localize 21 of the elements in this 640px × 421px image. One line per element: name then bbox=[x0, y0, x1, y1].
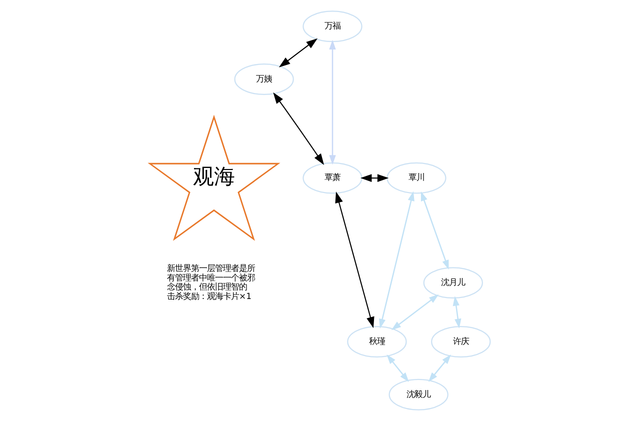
node-ellipse: 沈月儿 bbox=[423, 267, 483, 299]
node-ellipse: 沈毅儿 bbox=[388, 378, 448, 410]
node-label: 新世界第一层管理者是所有管理者中唯一一个被邪念侵蚀，但依旧理智的 bbox=[167, 263, 256, 292]
arrow bbox=[428, 354, 451, 382]
arrow bbox=[420, 191, 449, 270]
node-ellipse: 覃萧 bbox=[302, 162, 362, 194]
node-ellipse: 万福 bbox=[302, 10, 362, 42]
arrow bbox=[360, 174, 389, 182]
arrow bbox=[386, 354, 409, 382]
arrow bbox=[278, 38, 318, 68]
arrow bbox=[273, 92, 324, 165]
node-ellipse: 万姨 bbox=[234, 64, 294, 96]
node-label: 击杀奖励：观海卡片×1 bbox=[167, 290, 252, 301]
arrow bbox=[335, 192, 374, 328]
arrow bbox=[391, 294, 439, 330]
node-ellipse: 秋瑾 bbox=[347, 326, 407, 358]
arrow bbox=[379, 191, 414, 328]
node-ellipse: 覃川 bbox=[386, 162, 446, 194]
arrow bbox=[329, 40, 336, 165]
node-ellipse: 许庆 bbox=[431, 326, 491, 358]
arrow bbox=[452, 296, 462, 328]
